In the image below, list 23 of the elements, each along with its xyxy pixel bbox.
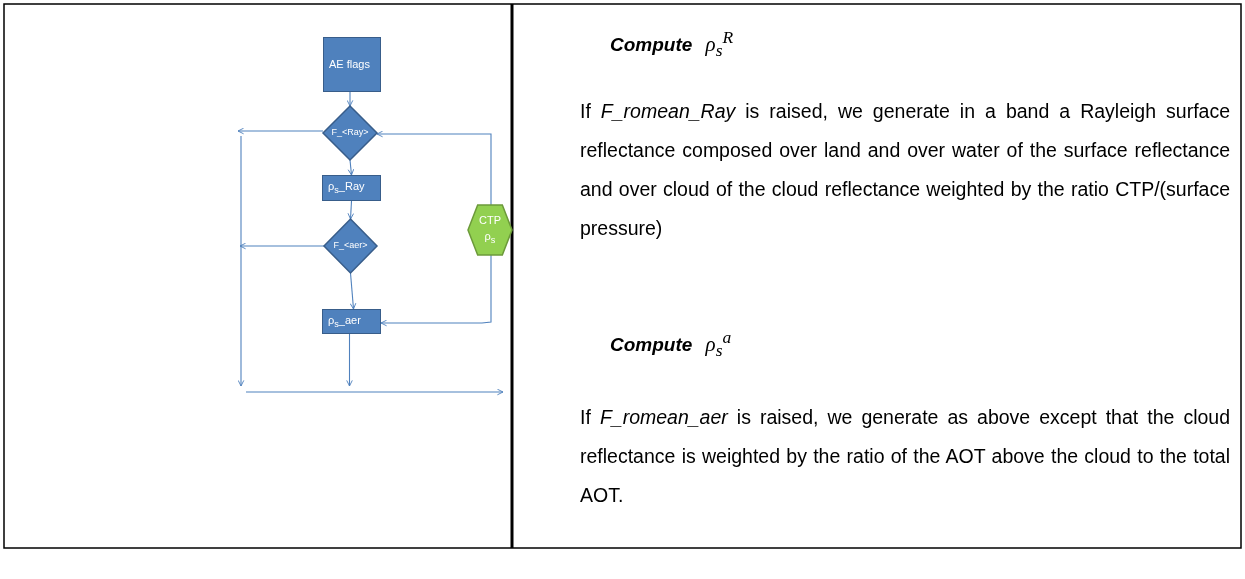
arrow	[380, 254, 492, 327]
process-box	[323, 37, 381, 92]
paragraph: If F_romean_Ray is raised, we generate in a band a Rayleigh surface reflectance composed over land and over water of the surface reflectance and over cloud of the cloud reflectance weighted by the ratio CTP/(surface pressure)	[580, 99, 1230, 241]
arrow	[239, 242, 325, 250]
arrow	[237, 127, 324, 135]
node-label: F_<Ray>	[331, 128, 369, 138]
decision-diamond	[324, 219, 377, 273]
decision-diamond	[323, 106, 377, 160]
arrow	[346, 91, 354, 107]
arrow	[346, 333, 353, 387]
node-label: CTP	[479, 214, 501, 227]
node-label: ρ$_{s}$	[484, 230, 496, 246]
process-box	[322, 175, 381, 201]
data-hexagon	[468, 205, 512, 255]
arrow	[376, 130, 492, 206]
node-label: F_<aer>	[333, 241, 368, 251]
arrow	[349, 272, 357, 310]
process-box	[322, 309, 381, 334]
arrow	[347, 200, 355, 220]
node-label: AE flags	[329, 58, 370, 71]
paragraph: If F_romean_aer is raised, we generate as above except that the cloud reflectance is weighted by the ratio of the AOT above the cloud to the total AOT.	[580, 405, 1230, 508]
node-label: ρ$_{s}$_aer	[328, 313, 361, 330]
node-label: ρ$_{s}$_Ray	[328, 180, 365, 196]
